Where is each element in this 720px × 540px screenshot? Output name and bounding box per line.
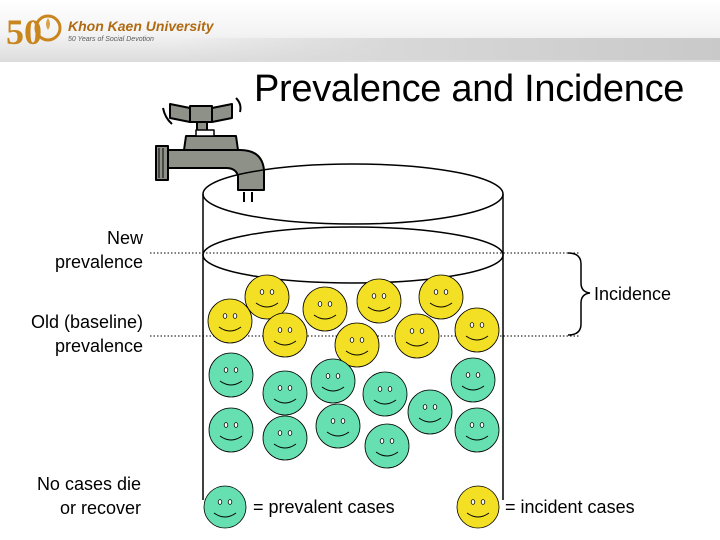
- incidence-brace: [568, 253, 590, 335]
- legend-prevalent-label: = prevalent cases: [253, 497, 395, 518]
- case-faces: [208, 275, 499, 468]
- no-cases-line-2: or recover: [37, 496, 141, 520]
- incident-case-face: [457, 486, 499, 528]
- incident-case-face: [455, 308, 499, 352]
- new-prevalence-label: New prevalence: [55, 226, 143, 274]
- old-prevalence-line-1: Old (baseline): [31, 310, 143, 334]
- no-cases-label: No cases die or recover: [37, 472, 141, 520]
- incident-case-face: [357, 279, 401, 323]
- incident-case-face: [303, 287, 347, 331]
- prevalent-case-face: [263, 371, 307, 415]
- prevalent-case-face: [209, 408, 253, 452]
- faucet-icon: [156, 98, 264, 202]
- prevalent-case-face: [363, 372, 407, 416]
- legend-incident-label: = incident cases: [505, 497, 635, 518]
- legend-prevalent-face: [202, 484, 248, 530]
- prevalent-case-face: [365, 424, 409, 468]
- old-prevalence-line-2: prevalence: [31, 334, 143, 358]
- incident-case-face: [395, 314, 439, 358]
- prevalent-case-face: [451, 358, 495, 402]
- legend-incident-face: [455, 484, 501, 530]
- new-prevalence-line-1: New: [55, 226, 143, 250]
- incident-case-face: [263, 313, 307, 357]
- incident-case-face: [419, 275, 463, 319]
- prevalent-case-face: [311, 359, 355, 403]
- no-cases-line-1: No cases die: [37, 472, 141, 496]
- old-prevalence-label: Old (baseline) prevalence: [31, 310, 143, 358]
- incident-case-face: [245, 275, 289, 319]
- water-level-surface: [203, 227, 503, 283]
- prevalent-case-face: [263, 416, 307, 460]
- new-prevalence-line-2: prevalence: [55, 250, 143, 274]
- prevalent-case-face: [408, 390, 452, 434]
- prevalent-case-face: [209, 353, 253, 397]
- prevalent-case-face: [204, 486, 246, 528]
- incident-case-face: [208, 299, 252, 343]
- incidence-label: Incidence: [594, 282, 671, 306]
- prevalent-case-face: [455, 408, 499, 452]
- prevalent-case-face: [316, 404, 360, 448]
